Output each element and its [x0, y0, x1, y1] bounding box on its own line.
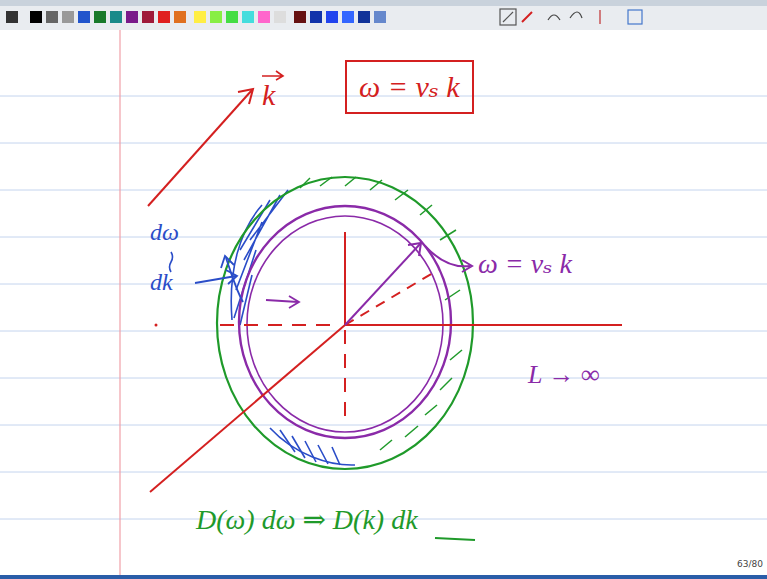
- tool-icons: [500, 9, 642, 25]
- dispersion-label: ω = vₛ k: [478, 250, 572, 278]
- inner-shell: [239, 206, 451, 438]
- arrowhead: [289, 296, 299, 308]
- color-swatches: [6, 11, 386, 23]
- arrowhead: [226, 270, 237, 284]
- arrowhead: [462, 260, 472, 272]
- differential-label: dω: [150, 220, 179, 244]
- arrow: [266, 300, 298, 302]
- dot: [155, 324, 158, 327]
- equivalence-mark: [170, 252, 173, 272]
- limit-label: L → ∞: [528, 362, 600, 388]
- arrowhead: [221, 256, 234, 268]
- formula-box: ω = vₛ k: [345, 60, 474, 114]
- menu-bar: [0, 0, 767, 6]
- arrowhead: [238, 89, 253, 104]
- axes: [150, 232, 622, 492]
- formula-text: ω = vₛ k: [359, 72, 460, 102]
- radius: [345, 244, 420, 325]
- arrowhead: [408, 243, 421, 256]
- density-relation: D(ω) dω ⇒ D(k) dk: [196, 506, 418, 534]
- outer-shell: [217, 177, 473, 469]
- leader-line: [226, 258, 243, 302]
- leader-line: [425, 246, 470, 266]
- vector-arrow-mark: [262, 71, 283, 80]
- underline: [435, 538, 475, 540]
- ruled-lines: [0, 96, 767, 519]
- page-number: 63/80: [737, 560, 763, 569]
- k-vector: [148, 90, 252, 206]
- vector-label: k: [262, 80, 275, 110]
- margin-line: [119, 30, 120, 579]
- bottom-bar: [0, 575, 767, 579]
- toolbar: [0, 0, 767, 30]
- differential-label: dk: [150, 270, 173, 294]
